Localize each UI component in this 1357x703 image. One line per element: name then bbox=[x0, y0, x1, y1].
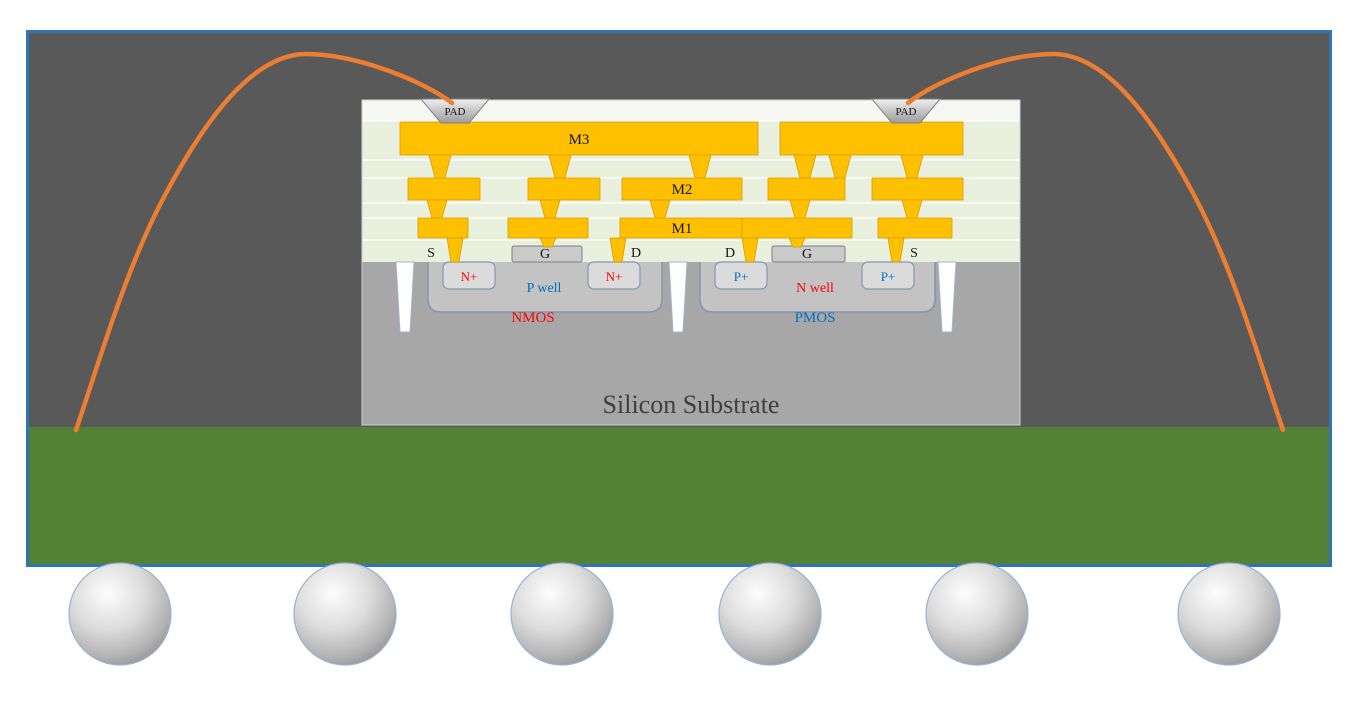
pmos-diffusion-left-label: P+ bbox=[734, 269, 749, 284]
silicon-substrate-label: Silicon Substrate bbox=[603, 390, 780, 419]
contact-gate-pmos bbox=[788, 237, 806, 248]
isolation-trench-middle bbox=[668, 261, 688, 333]
metal2-bar bbox=[767, 177, 846, 201]
solder-ball bbox=[925, 562, 1029, 666]
metal1-label: M1 bbox=[672, 221, 693, 237]
gate-electrodes bbox=[511, 245, 846, 263]
n-well-label: N well bbox=[796, 281, 834, 296]
metal-interconnect bbox=[399, 121, 964, 263]
metal2-bar bbox=[407, 177, 481, 201]
solder-balls bbox=[68, 562, 1281, 666]
nmos-device-label: NMOS bbox=[511, 310, 554, 326]
nmos-diffusion-right-label: N+ bbox=[606, 269, 623, 284]
die-outline bbox=[361, 99, 1021, 426]
nmos-drain-label: D bbox=[631, 246, 641, 261]
bond-pads bbox=[419, 98, 942, 124]
metal1-bar bbox=[741, 217, 853, 239]
bond-pad-left-label: PAD bbox=[445, 106, 466, 118]
bond-pad-left bbox=[419, 98, 491, 124]
isolation-trenches bbox=[395, 261, 957, 333]
isolation-trench-left bbox=[395, 261, 415, 333]
die-passivation bbox=[362, 100, 1020, 121]
bond-wire-left bbox=[73, 51, 455, 433]
diffusion-regions bbox=[442, 261, 915, 290]
metal2-bar bbox=[871, 177, 964, 201]
pmos-device-label: PMOS bbox=[795, 310, 836, 326]
metal1-bar bbox=[417, 217, 469, 239]
contact-drain-pmos bbox=[741, 237, 759, 263]
nmos-diffusion-left-label: N+ bbox=[461, 269, 478, 284]
p-well-label: P well bbox=[527, 281, 562, 296]
contact-source-nmos bbox=[446, 237, 464, 263]
contact-gate-nmos bbox=[539, 237, 557, 248]
solder-ball bbox=[68, 562, 172, 666]
pmos-gate-label: G bbox=[802, 247, 812, 262]
red-labels: N+ N+ N well NMOS bbox=[461, 269, 834, 326]
bond-wire-right bbox=[905, 51, 1286, 433]
pmos-diffusion-right-label: P+ bbox=[881, 269, 896, 284]
metal2-label: M2 bbox=[672, 182, 693, 198]
pmos-gate bbox=[771, 245, 846, 263]
silicon-die: PAD PAD M3 M2 M1 S G D D G S N+ N+ N wel… bbox=[361, 98, 1021, 426]
contact-source-pmos bbox=[887, 237, 905, 263]
bond-pad-right-label: PAD bbox=[896, 106, 917, 118]
package-outline bbox=[26, 30, 1332, 567]
isolation-trench-right bbox=[937, 261, 957, 333]
pmos-drain-label: D bbox=[725, 246, 735, 261]
metal3-bar-right bbox=[779, 121, 964, 156]
solder-ball bbox=[510, 562, 614, 666]
pmos-drain-diffusion bbox=[714, 261, 768, 290]
pmos-source-diffusion bbox=[861, 261, 915, 290]
bond-pad-right bbox=[870, 98, 942, 124]
solder-ball bbox=[1177, 562, 1281, 666]
bond-wires bbox=[73, 51, 1286, 433]
nmos-gate-label: G bbox=[540, 247, 550, 262]
metal2-bar bbox=[527, 177, 601, 201]
metal2-bar bbox=[621, 177, 743, 201]
package-substrate bbox=[29, 427, 1329, 564]
metal1-bar bbox=[877, 217, 953, 239]
metal3-label: M3 bbox=[569, 132, 590, 148]
solder-ball bbox=[718, 562, 822, 666]
metal1-bar bbox=[507, 217, 589, 239]
nmos-source-label: S bbox=[427, 246, 435, 261]
nmos-source-diffusion bbox=[442, 261, 496, 290]
terminal-labels: S G D D G S bbox=[427, 246, 918, 262]
metal3-bar-left bbox=[399, 121, 759, 156]
pmos-source-label: S bbox=[910, 246, 918, 261]
contact-drain-nmos bbox=[609, 237, 627, 263]
blue-labels: P+ P+ P well PMOS bbox=[527, 269, 896, 326]
solder-ball bbox=[293, 562, 397, 666]
